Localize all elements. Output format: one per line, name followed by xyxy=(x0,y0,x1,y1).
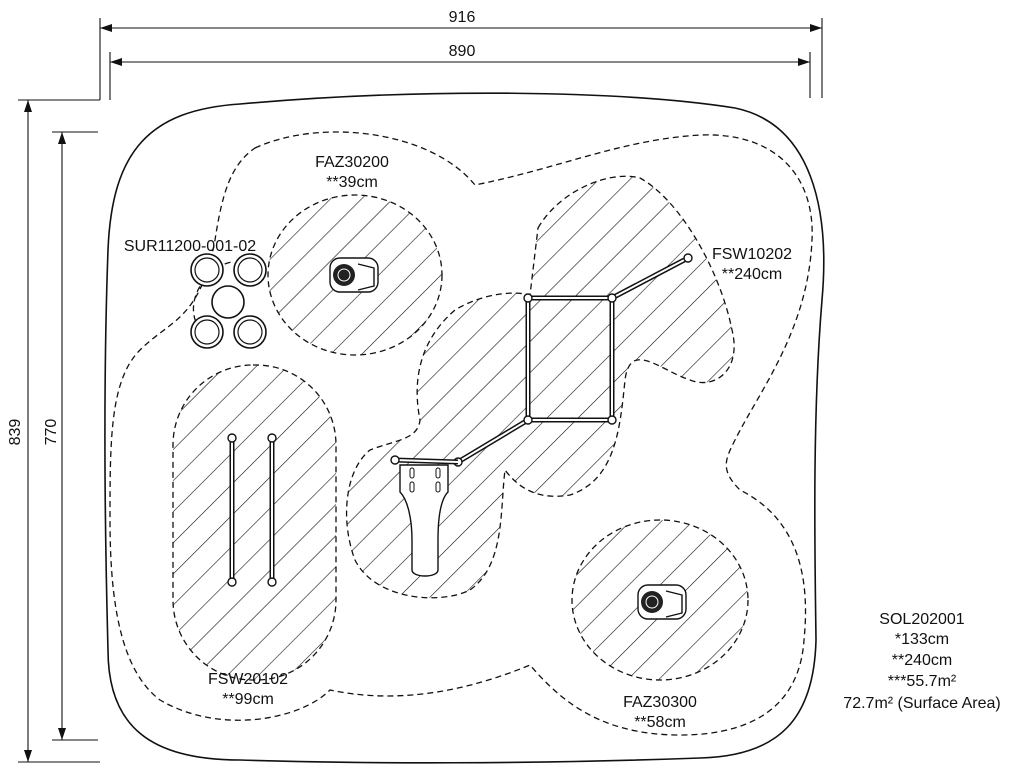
dimension-outer-height: 839 xyxy=(7,419,24,446)
slide xyxy=(390,455,459,577)
climbing-frame xyxy=(453,253,693,467)
label-sur11200-code: SUR11200-001-02 xyxy=(124,238,256,255)
zone-fsw10202 xyxy=(346,175,735,599)
label-fsw10202-height: **240cm xyxy=(722,266,782,283)
swing-frame-fsw20102 xyxy=(227,433,277,587)
dimension-inner-height: 770 xyxy=(43,419,60,446)
summary-free-fall-height: *133cm xyxy=(895,631,949,648)
summary-block: SOL202001 *133cm **240cm ***55.7m² 72.7m… xyxy=(843,611,1000,712)
label-faz30300-height: **58cm xyxy=(634,714,686,731)
zone-faz30300 xyxy=(571,519,749,681)
surface-boundary xyxy=(104,92,825,764)
summary-impact-area: ***55.7m² xyxy=(888,673,957,690)
zone-fsw20102 xyxy=(172,364,337,681)
label-faz30200-code: FAZ30200 xyxy=(315,154,389,171)
rocker-faz30200 xyxy=(329,257,379,293)
label-fsw10202-code: FSW10202 xyxy=(712,246,792,263)
dimension-lines xyxy=(18,18,823,763)
zone-faz30200 xyxy=(267,194,443,356)
dimension-outer-width: 916 xyxy=(449,9,476,26)
summary-code: SOL202001 xyxy=(879,611,965,628)
summary-surface-area: 72.7m² (Surface Area) xyxy=(843,695,1000,712)
label-fsw20102-height: **99cm xyxy=(222,691,274,708)
label-faz30300-code: FAZ30300 xyxy=(623,694,697,711)
label-faz30200-height: **39cm xyxy=(326,174,378,191)
rocker-faz30300 xyxy=(637,584,687,620)
dimension-inner-width: 890 xyxy=(449,43,476,60)
stepping-stones-sur11200 xyxy=(190,253,267,349)
label-fsw20102-code: FSW20102 xyxy=(208,671,288,688)
summary-critical-height: **240cm xyxy=(892,652,952,669)
